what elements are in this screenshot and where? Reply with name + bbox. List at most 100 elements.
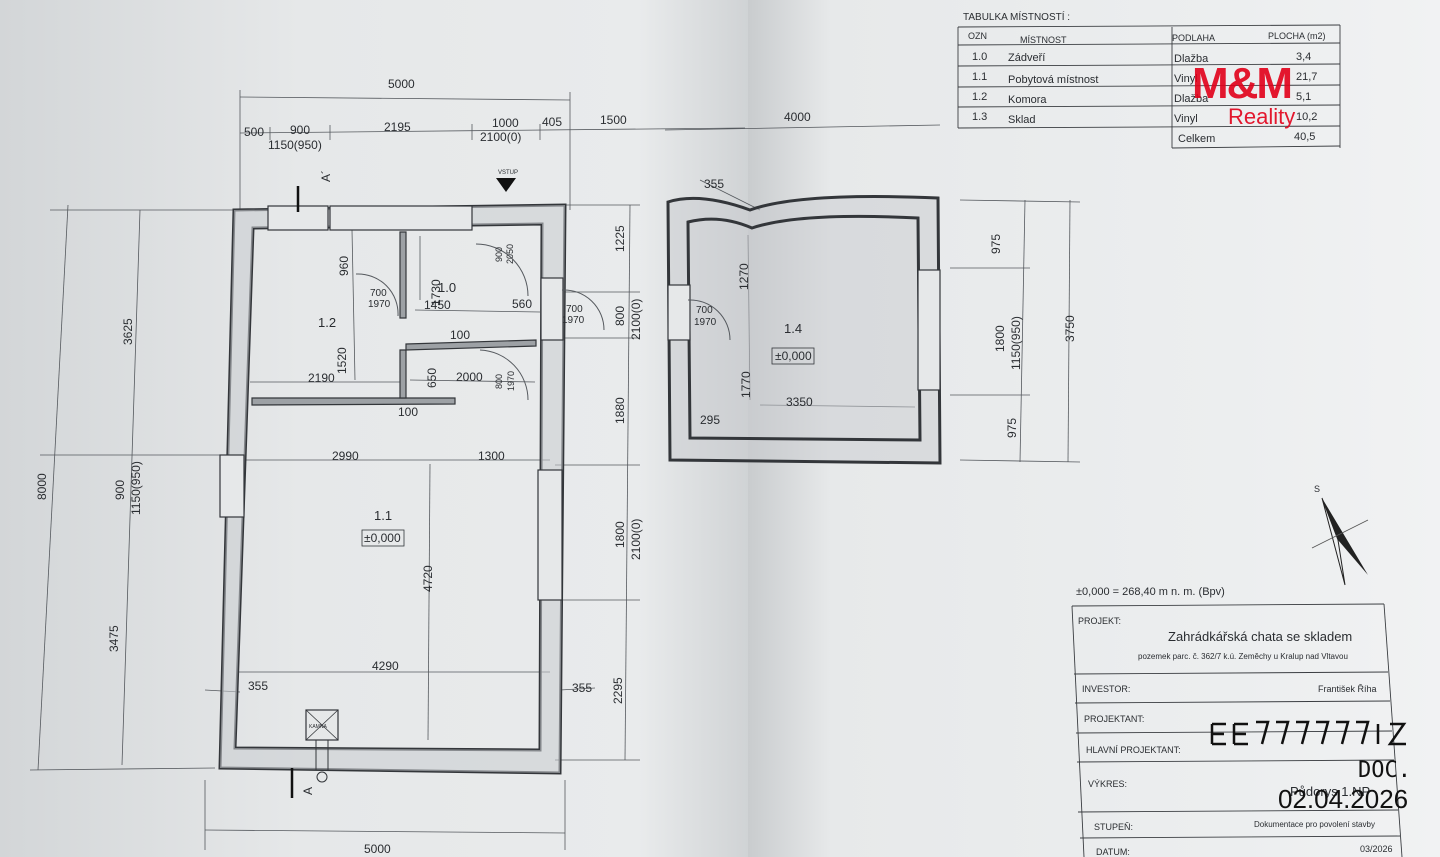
dim-top: 1500	[600, 113, 627, 127]
table-row-area: 3,4	[1296, 51, 1311, 63]
dim-inner: 4720	[421, 565, 435, 592]
dim-right: 2100(0)	[629, 299, 643, 340]
dim-top: 500	[244, 125, 264, 139]
shed-dim: 355	[704, 177, 724, 191]
section-marker-top: A´	[319, 170, 333, 182]
table-row-floor: Dlažba	[1174, 93, 1209, 105]
shed-dim: 1270	[737, 263, 751, 290]
table-row-area: 21,7	[1296, 71, 1317, 83]
dim-inner: 2990	[332, 449, 359, 463]
dim-top: 1000	[492, 116, 519, 130]
room-label-1-0: 1.0	[438, 280, 456, 295]
dim-inner: 960	[337, 256, 351, 276]
table-row-ozn: 1.3	[972, 111, 987, 123]
dim-right: 1225	[613, 225, 627, 252]
table-row-name: Pobytová místnost	[1008, 74, 1099, 86]
door-dim: 2100(0)	[480, 130, 521, 144]
room-table-grid	[957, 24, 1341, 149]
door-height: 1970	[562, 315, 585, 326]
shed-dim: 295	[700, 413, 720, 427]
vykres-label: VÝKRES:	[1088, 779, 1127, 789]
dim-inner: 650	[425, 368, 439, 388]
datum-value: 03/2026	[1360, 844, 1393, 854]
table-header-room: MÍSTNOST	[1020, 35, 1067, 45]
table-row-floor: Dlažba	[1174, 53, 1209, 65]
dim-right: 1800	[613, 521, 627, 548]
shed-dim-right: 975	[1005, 418, 1019, 438]
door-width: 700	[566, 304, 583, 315]
projekt-label: PROJEKT:	[1078, 616, 1121, 626]
dim-top: 405	[542, 115, 562, 129]
investor-label: INVESTOR:	[1082, 684, 1130, 694]
shed-dim-right-overall: 3750	[1063, 315, 1077, 342]
projekt-value: Zahrádkářská chata se skladem	[1168, 629, 1352, 644]
dim-right: 800	[613, 306, 627, 326]
dim-inner: 1520	[335, 347, 349, 374]
table-row-name: Komora	[1008, 94, 1047, 106]
door-width: 800	[494, 374, 504, 389]
dim-inner: 1450	[424, 298, 451, 312]
shed-dim-right: 1150(950)	[1009, 316, 1023, 370]
title-block-grid	[1071, 603, 1403, 857]
table-row-floor: Vinyl	[1174, 73, 1198, 85]
shed-door-height: 1970	[694, 317, 717, 328]
handwritten-signature	[1210, 720, 1407, 746]
door-width: 700	[370, 288, 387, 299]
table-header-floor: PODLAHA	[1172, 33, 1215, 43]
dim-inner: 1730	[429, 279, 443, 306]
stupen-label: STUPEŇ:	[1094, 822, 1133, 832]
table-row-name: Sklad	[1008, 114, 1036, 126]
shed-dim: 3350	[786, 395, 813, 409]
entry-label: VSTUP	[498, 170, 518, 176]
dim-inner: 4290	[372, 659, 399, 673]
elevation-note: ±0,000 = 268,40 m n. m. (Bpv)	[1076, 586, 1225, 598]
north-arrow-icon	[1311, 497, 1369, 586]
dim-left-lower: 3475	[107, 625, 121, 652]
paper-left-page	[0, 0, 752, 857]
table-header-area: PLOCHA (m2)	[1268, 31, 1326, 41]
hlavni-projektant-label: HLAVNÍ PROJEKTANT:	[1086, 745, 1181, 755]
door-height: 1970	[368, 299, 391, 310]
door-height: 1970	[506, 371, 516, 391]
stupen-value: Dokumentace pro povolení stavby	[1254, 820, 1375, 829]
window-dim: 1150(950)	[268, 138, 322, 152]
projektant-label: PROJEKTANT:	[1084, 714, 1144, 724]
section-marker-bottom: A	[301, 787, 315, 795]
investor-value: František Říha	[1318, 684, 1377, 694]
table-row-ozn: 1.1	[972, 71, 987, 83]
dim-inner: 2190	[308, 371, 335, 385]
dim-top: 900	[290, 123, 310, 137]
dim-top-overall: 5000	[388, 77, 415, 91]
dim-right: 1880	[613, 397, 627, 424]
table-row-ozn: 1.2	[972, 91, 987, 103]
shed-dim: 1770	[739, 371, 753, 398]
shed-level-label: ±0,000	[775, 349, 812, 363]
dim-right: 2295	[611, 677, 625, 704]
shed-dim-right: 1800	[993, 325, 1007, 352]
projekt-location: pozemek parc. č. 362/7 k.ú. Zeměchy u Kr…	[1138, 652, 1348, 661]
table-row-ozn: 1.0	[972, 51, 987, 63]
dim-bottom-overall: 5000	[364, 842, 391, 856]
room-table-title: TABULKA MÍSTNOSTÍ :	[963, 10, 1070, 23]
room-label-1-1: 1.1	[374, 508, 392, 523]
brand-logo: M&M	[1192, 59, 1293, 108]
table-row-name: Zádveří	[1008, 52, 1045, 64]
dim-right: 2100(0)	[629, 519, 643, 560]
stamp-doc: DOC.	[1358, 758, 1411, 783]
table-total-value: 40,5	[1294, 131, 1315, 143]
dim-inner: 1300	[478, 449, 505, 463]
dim-left-window-height: 1150(950)	[129, 461, 143, 515]
main-house-walls	[218, 178, 605, 798]
dim-left-window: 900	[113, 480, 127, 500]
level-label: ±0,000	[364, 531, 401, 545]
dim-inner: 2000	[456, 370, 483, 384]
table-total-label: Celkem	[1178, 133, 1215, 145]
brand-watermark: M&M Reality	[1192, 62, 1316, 128]
table-header-ozn: OZN	[968, 31, 987, 41]
dim-inner: 560	[512, 297, 532, 311]
door-height: 2050	[505, 244, 515, 264]
table-row-floor: Vinyl	[1174, 113, 1198, 125]
dim-left-overall: 8000	[35, 473, 49, 500]
table-row-area: 5,1	[1296, 91, 1311, 103]
